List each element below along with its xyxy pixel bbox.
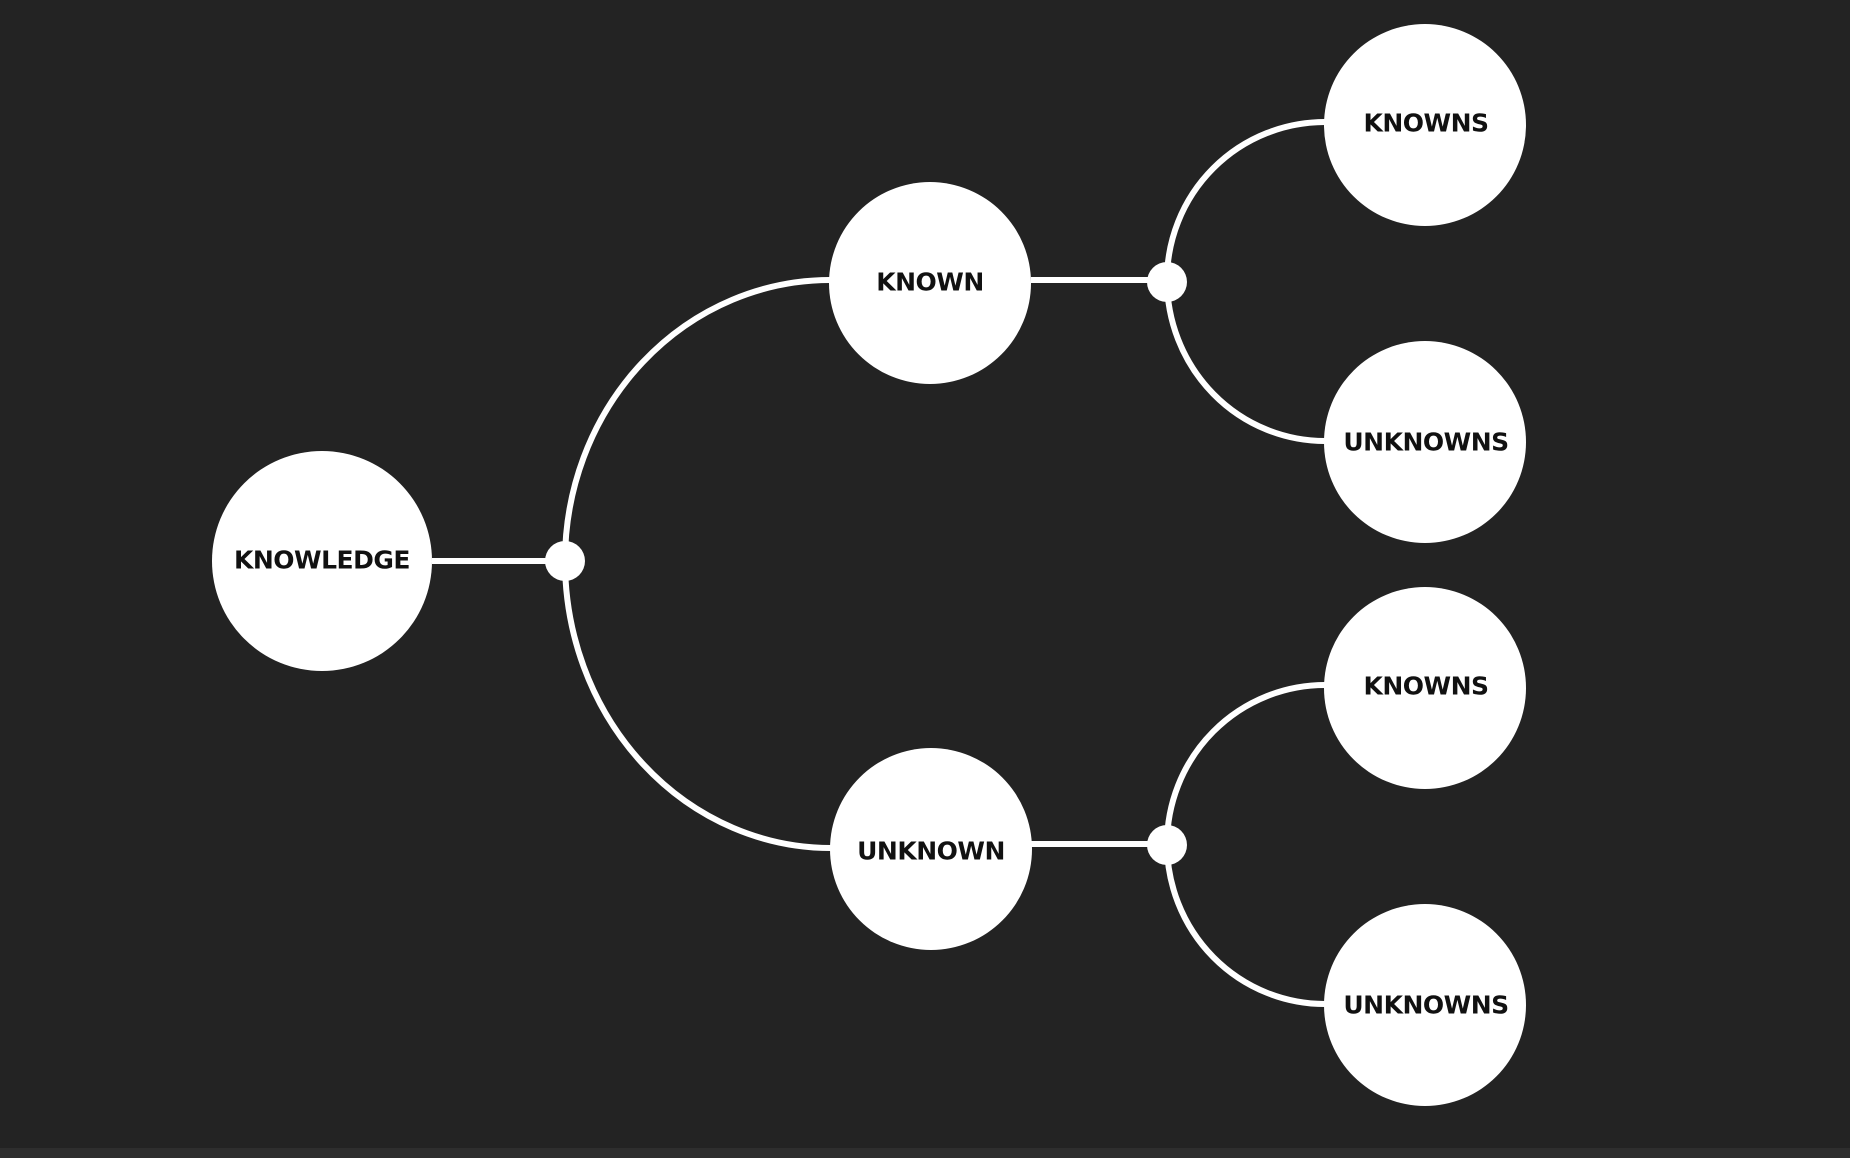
root-junction-dot <box>545 541 585 581</box>
node-unknown-knowns-circle <box>1324 587 1526 789</box>
root-connectors <box>432 277 832 851</box>
node-knowledge-circle <box>212 451 432 671</box>
node-unknown-unknowns-circle <box>1324 904 1526 1106</box>
node-unknown-unknowns: UNKNOWNS <box>1324 904 1526 1106</box>
node-knowledge: KNOWLEDGE <box>212 451 432 671</box>
unknown-connectors <box>1031 682 1326 1007</box>
unknown-junction-dot <box>1147 825 1187 865</box>
known-to-knowns-curve <box>1164 119 1326 281</box>
node-known-knowns: KNOWNS <box>1324 24 1526 226</box>
node-unknown: UNKNOWN <box>830 748 1032 950</box>
node-known: KNOWN <box>829 182 1031 384</box>
node-known-unknowns: UNKNOWNS <box>1324 341 1526 543</box>
root-to-unknown-curve <box>562 560 832 851</box>
node-unknown-circle <box>830 748 1032 950</box>
node-known-label: KNOWN <box>876 268 984 297</box>
known-junction-dot <box>1147 262 1187 302</box>
node-known-circle <box>829 182 1031 384</box>
bottom-strip <box>0 1148 1850 1158</box>
node-known-unknowns-label: UNKNOWNS <box>1343 428 1508 457</box>
node-known-knowns-label: KNOWNS <box>1363 109 1488 138</box>
node-known-unknowns-circle <box>1324 341 1526 543</box>
node-knowledge-label: KNOWLEDGE <box>234 546 410 575</box>
node-unknown-knowns: KNOWNS <box>1324 587 1526 789</box>
node-unknown-label: UNKNOWN <box>857 837 1005 866</box>
node-unknown-knowns-label: KNOWNS <box>1363 672 1488 701</box>
node-known-knowns-circle <box>1324 24 1526 226</box>
known-to-unknowns-curve <box>1164 279 1326 444</box>
unknown-to-knowns-curve <box>1164 682 1326 845</box>
known-connectors <box>1031 119 1326 444</box>
unknown-to-unknowns-curve <box>1164 843 1326 1007</box>
node-unknown-unknowns-label: UNKNOWNS <box>1343 991 1508 1020</box>
root-to-known-curve <box>562 277 831 562</box>
